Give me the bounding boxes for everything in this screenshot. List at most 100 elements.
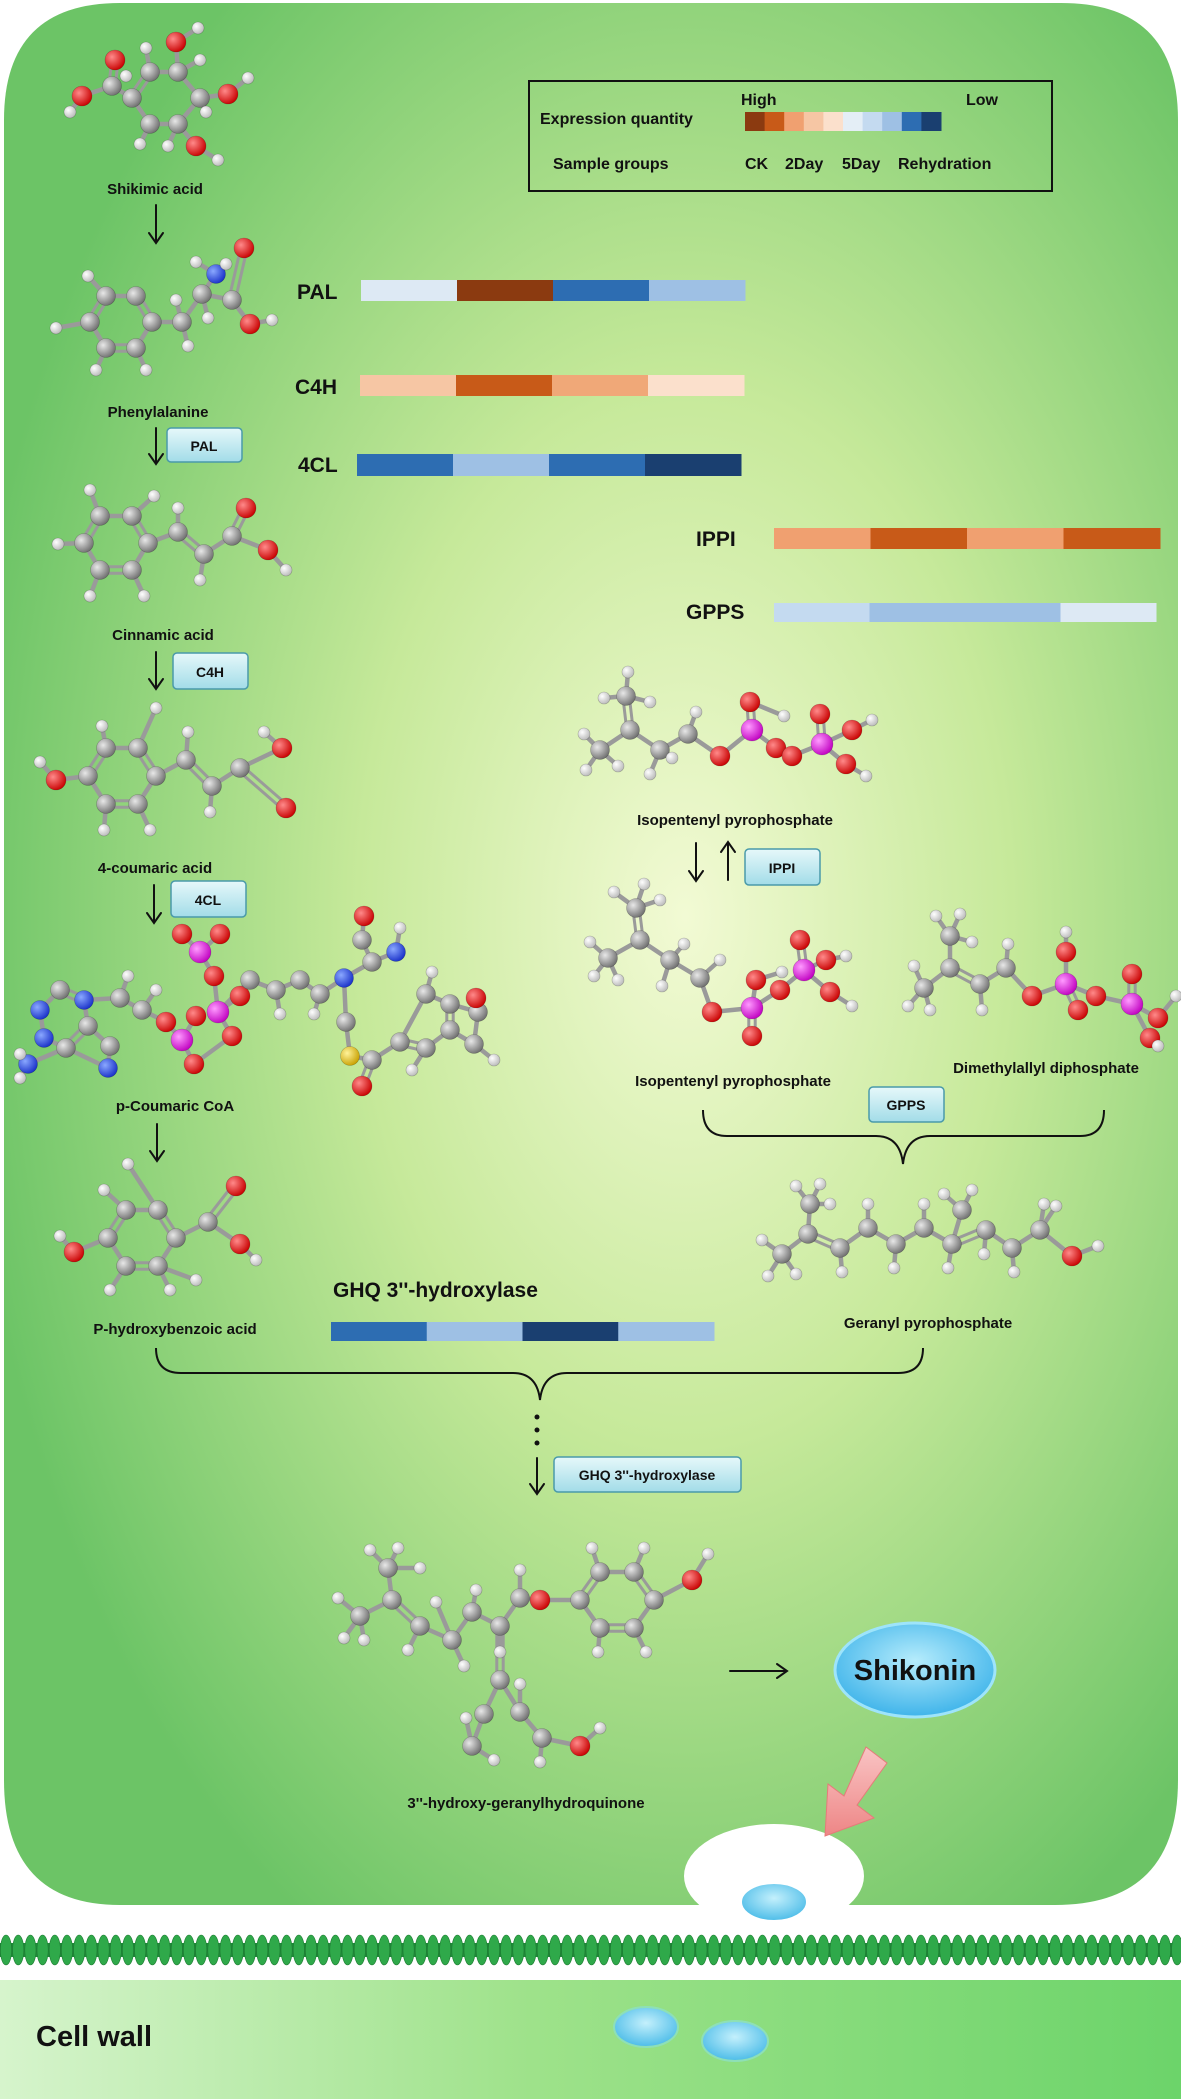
expression-cell-4cl [645, 454, 742, 476]
cell-wall-label: Cell wall [36, 2021, 152, 2053]
enzyme-box-ghq: GHQ 3''-hydroxylase [553, 1456, 742, 1493]
legend-group-ck: CK [745, 156, 769, 173]
compound-label-cinnamic-acid: Cinnamic acid [112, 627, 214, 644]
expression-bar-ippi [774, 528, 1161, 549]
compound-label-dmapp: Dimethylallyl diphosphate [953, 1060, 1139, 1077]
down-arrow-icon [148, 427, 164, 466]
legend-group-5day: 5Day [842, 156, 880, 173]
gene-label-ippi: IPPI [696, 528, 736, 551]
expression-bar-ghq [331, 1322, 715, 1341]
expression-cell-c4h [360, 375, 457, 396]
compound-label-hydroxybenzoic-acid: P-hydroxybenzoic acid [93, 1321, 256, 1338]
isopentenyl-pyrophosphate-molecule [577, 665, 879, 783]
right-arrow-icon [729, 1663, 789, 1679]
expression-cell-ghq [618, 1322, 715, 1341]
expression-cell-pal [553, 280, 650, 301]
compound-label-phenylalanine: Phenylalanine [108, 404, 209, 421]
legend-group-rehydration: Rehydration [898, 156, 991, 173]
cell-body [4, 3, 1178, 1905]
coumaroyl-coa-molecule [13, 905, 501, 1097]
cell-wall [0, 1980, 1181, 2099]
legend-color-scale [745, 112, 942, 131]
expression-cell-c4h [648, 375, 745, 396]
shikimic-acid-molecule [63, 21, 255, 167]
shikonin-product [833, 1621, 997, 1719]
enzyme-label-4cl: 4CL [195, 892, 222, 908]
expression-cell-ippi [1063, 528, 1161, 549]
legend-scale-cell [843, 112, 864, 131]
expression-cell-4cl [357, 454, 454, 476]
legend-scale-cell [862, 112, 883, 131]
down-arrow-icon [148, 651, 164, 691]
compound-label-shikimic-acid: Shikimic acid [107, 181, 203, 198]
expression-bar-pal [361, 280, 746, 301]
expression-cell-c4h [552, 375, 649, 396]
legend-high-label: High [741, 92, 777, 109]
enzyme-label-pal: PAL [191, 438, 218, 454]
ghq-merge-brace [155, 1347, 924, 1401]
enzyme-box-pal: PAL [166, 427, 243, 463]
legend-scale-cell [823, 112, 844, 131]
gene-label-c4h: C4H [295, 376, 337, 399]
legend-scale-cell [803, 112, 824, 131]
down-arrow-icon [149, 1123, 165, 1163]
phenylalanine-molecule [49, 237, 279, 377]
expression-cell-ghq [522, 1322, 619, 1341]
legend-scale-cell [764, 112, 785, 131]
down-arrow-icon [529, 1457, 545, 1496]
gene-label-pal: PAL [297, 281, 338, 304]
down-arrow-icon [688, 842, 704, 883]
legend-scale-cell [745, 112, 766, 131]
expression-cell-ghq [331, 1322, 428, 1341]
geranyl-pyrophosphate-molecule [755, 1177, 1105, 1283]
expression-cell-4cl [453, 454, 550, 476]
coumaric-acid-molecule [33, 701, 297, 837]
expression-cell-gpps [774, 603, 870, 622]
legend-scale-cell [901, 112, 922, 131]
gpps-merge-brace [702, 1109, 1105, 1165]
legend-scale-cell [784, 112, 805, 131]
expression-cell-4cl [549, 454, 646, 476]
up-arrow-icon [720, 840, 736, 881]
expression-cell-pal [361, 280, 458, 301]
expression-bar-c4h [360, 375, 745, 396]
legend-scale-cell [921, 112, 942, 131]
cell-membrane [0, 1934, 1181, 1966]
secretion-arrow-icon [824, 1746, 888, 1837]
gene-label-4cl: 4CL [298, 454, 338, 477]
hydroxybenzoic-acid-molecule [53, 1157, 263, 1297]
shikonin-label: Shikonin [854, 1655, 976, 1687]
enzyme-label-gpps: GPPS [887, 1097, 926, 1113]
legend-sample-label: Sample groups [553, 156, 669, 173]
legend-box [528, 80, 1053, 192]
compound-label-ipp-2: Isopentenyl pyrophosphate [635, 1073, 831, 1090]
enzyme-box-c4h: C4H [172, 652, 249, 690]
compound-label-hgq: 3''-hydroxy-geranylhydroquinone [407, 1795, 644, 1812]
legend-scale-cell [882, 112, 903, 131]
compound-label-gpp: Geranyl pyrophosphate [844, 1315, 1012, 1332]
expression-cell-pal [457, 280, 554, 301]
wall-vesicle [613, 2006, 679, 2048]
enzyme-label-c4h: C4H [196, 664, 224, 680]
wall-vesicle [701, 2020, 769, 2062]
secretion-pocket [684, 1824, 864, 1928]
expression-cell-gpps [965, 603, 1061, 622]
expression-cell-pal [649, 280, 746, 301]
enzyme-box-ippi: IPPI [744, 848, 821, 886]
secretion-vesicle [740, 1882, 808, 1922]
enzyme-label-ippi: IPPI [769, 860, 795, 876]
expression-cell-ippi [967, 528, 1064, 549]
expression-heatmap: PAL C4H 4CL IPPI GPPS GHQ 3''-hydroxylas… [295, 280, 1161, 1341]
down-arrow-icon [146, 884, 162, 925]
dimethylallyl-diphosphate-molecule [901, 907, 1181, 1053]
compound-label-coumaric-acid: 4-coumaric acid [98, 860, 212, 877]
enzyme-label-ghq: GHQ 3''-hydroxylase [579, 1467, 716, 1483]
expression-cell-c4h [456, 375, 553, 396]
expression-cell-ippi [774, 528, 871, 549]
down-arrow-icon [148, 204, 164, 245]
isopentenyl-pyrophosphate-molecule-2 [583, 877, 859, 1047]
enzyme-box-4cl: 4CL [170, 880, 247, 918]
gene-label-ghq: GHQ 3''-hydroxylase [333, 1279, 538, 1302]
legend: Expression quantity High Low Sample grou… [528, 80, 1053, 192]
ellipsis-dots-icon [534, 1414, 540, 1446]
